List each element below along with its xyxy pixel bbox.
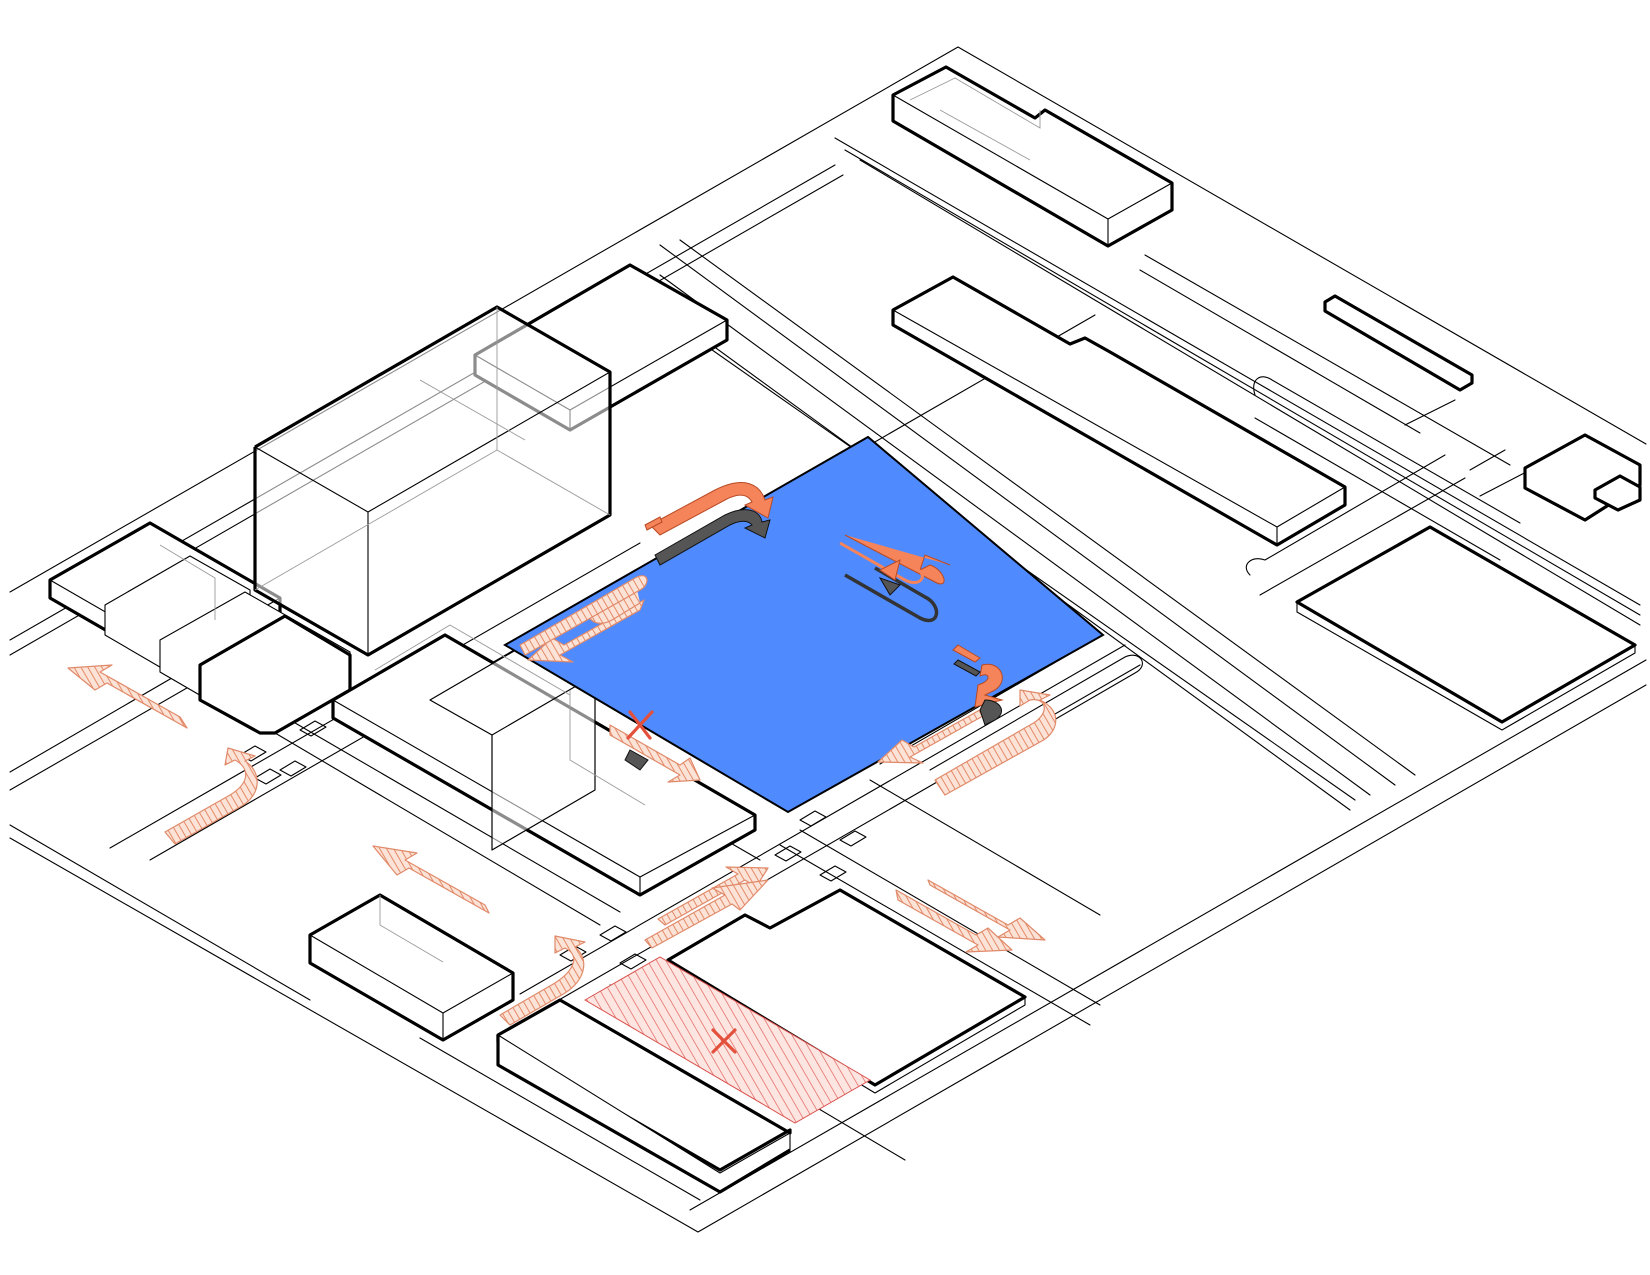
building-north-long [893, 67, 1172, 246]
building-southwest-box [310, 895, 513, 1040]
building-east-plaza [1297, 527, 1635, 730]
building-tower [255, 307, 610, 655]
building-east-small [1525, 435, 1640, 520]
building-central-long [893, 277, 1345, 545]
building-thin-slab [1325, 296, 1472, 390]
